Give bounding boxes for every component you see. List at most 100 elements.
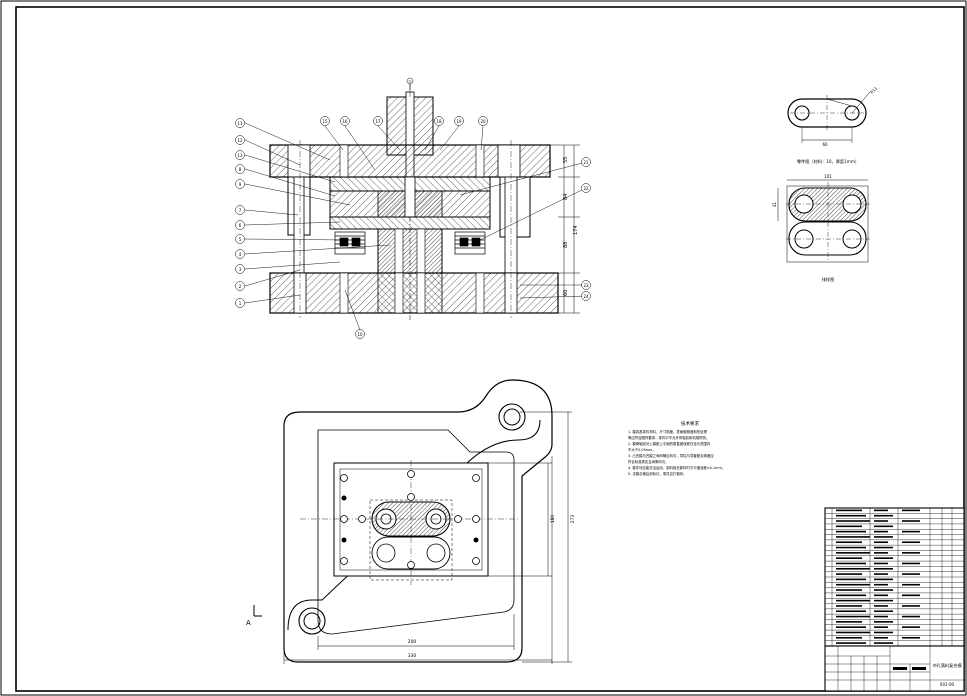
tech-req-line: 不大于0.05mm。 <box>628 447 656 452</box>
dim-section-4: 88 <box>563 242 569 248</box>
inner-border <box>15 6 965 692</box>
bom-cell-mark <box>836 626 866 628</box>
bom-cell-mark <box>836 552 870 554</box>
plan-dim-outer-height: 273 <box>570 515 576 524</box>
bom-cell-mark <box>836 520 870 522</box>
bom-cell-mark <box>836 541 862 544</box>
bom-cell-mark <box>902 573 920 575</box>
balloon-label: 21 <box>583 160 589 165</box>
balloon-label: 11 <box>237 121 243 126</box>
bom-cell-mark <box>836 567 870 570</box>
tech-req-line: 5. 试模合格后刻标记，零件应打钢印。 <box>628 471 687 476</box>
bom-cell-mark <box>836 589 862 591</box>
tech-req-line: 等应符合图样要求，零件中不允许有裂纹和机械损伤。 <box>628 435 709 440</box>
bom-cell-mark <box>902 605 920 607</box>
bom-cell-mark <box>874 552 888 554</box>
dim-section-2: 84 <box>563 194 569 200</box>
bom-cell-mark <box>836 621 862 623</box>
bom-cell-mark <box>902 594 920 597</box>
bom-cell-mark <box>874 562 888 565</box>
balloon-column-left: 11 12 13 8 9 7 6 5 4 3 2 1 <box>235 118 245 308</box>
bom-cell-mark <box>836 599 870 602</box>
balloon-label: 18 <box>436 119 442 124</box>
strip-layout-view: 101 41 排样图 <box>772 174 870 283</box>
bom-cell-mark <box>874 514 893 517</box>
spring-right <box>454 231 486 255</box>
bom-cell-mark <box>874 520 888 522</box>
tech-req-line: 4. 推件块应能灵活运动，卸料板在卸料时平行度误差≤0.1mm。 <box>628 465 725 470</box>
stripper-plate <box>329 216 491 230</box>
bom-cell-mark <box>836 573 862 575</box>
balloon-label: 12 <box>237 138 243 143</box>
bom-cell-mark <box>874 541 888 544</box>
part-dim-width: 60 <box>822 142 828 147</box>
dim-section-1: 55 <box>563 157 569 163</box>
bom-cell-mark <box>836 636 862 639</box>
plan-dimensions <box>283 411 572 664</box>
balloon-label: 8 <box>239 167 242 172</box>
bom-cell-mark <box>902 520 920 522</box>
bom-cell-mark <box>836 631 870 634</box>
bom-cell-mark <box>836 546 866 549</box>
section-view: 55 84 174 88 60 <box>235 77 591 339</box>
balloon-label: 19 <box>456 119 462 124</box>
balloon-label: 16 <box>342 119 348 124</box>
balloon-label: 24 <box>583 294 589 299</box>
bom-cell-mark <box>836 642 866 644</box>
balloon-label: 5 <box>239 237 242 242</box>
balloon-label: 22 <box>583 186 589 191</box>
balloon-column-right: 21 22 23 24 <box>581 157 591 301</box>
bom-cell-mark <box>902 541 920 544</box>
balloon-label: 3 <box>239 267 242 272</box>
bom-cell-mark <box>836 530 866 533</box>
balloon-label: 2 <box>239 284 242 289</box>
bom-cell-mark <box>874 610 893 613</box>
bom-cell-mark <box>836 605 862 607</box>
bom-cell-mark <box>902 552 920 554</box>
bom-cell-mark <box>836 509 862 512</box>
balloon-label: 7 <box>239 208 242 213</box>
part-view: 60 R11 零件图（材料：10，厚度1mm） <box>787 85 879 165</box>
bom-cell-mark <box>874 525 893 528</box>
tech-req-line: 1. 模具各零件材料、尺寸精度、表面粗糙度和热处理 <box>628 429 708 434</box>
section-mark-letter: A <box>246 619 251 627</box>
bom-cell-mark <box>902 530 920 533</box>
balloon-leaders <box>244 84 587 331</box>
bom-cell-mark <box>874 509 888 512</box>
balloon-label: 1 <box>239 301 242 306</box>
bill-of-materials <box>824 507 965 647</box>
drawing-number: 001-00 <box>940 682 955 687</box>
balloon-label: 13 <box>237 153 243 158</box>
bom-cell-mark <box>836 536 870 538</box>
part-dim-radius: R11 <box>869 85 878 94</box>
section-mark-arrow <box>253 605 262 617</box>
bom-cell-mark <box>874 567 893 570</box>
plan-dim-inner-width: 200 <box>408 639 417 645</box>
balloon-row-top: 15 16 17 18 19 20 25 <box>320 77 488 126</box>
plan-dim-inner-height: 180 <box>550 515 556 524</box>
bom-cell-mark <box>836 578 866 581</box>
bom-cell-mark <box>874 536 893 538</box>
balloon-label: 10 <box>357 332 363 337</box>
balloon-label: 17 <box>375 119 381 124</box>
bom-cell-mark <box>902 615 920 618</box>
layout-caption: 排样图 <box>822 276 835 283</box>
tech-req-line: 3. 凸凹模与凹模之间间隙应均匀，导柱与导套配合精度应 <box>628 453 714 458</box>
bom-cell-mark <box>902 626 920 628</box>
dim-section-3: 174 <box>573 225 579 235</box>
layout-dim-width: 101 <box>824 174 832 179</box>
balloon-label: 25 <box>408 80 412 84</box>
bom-cell-mark <box>874 546 893 549</box>
bom-cell-mark <box>874 636 888 639</box>
bom-cell-mark <box>902 636 920 639</box>
dim-section-5: 60 <box>563 290 569 296</box>
balloon-label: 23 <box>583 283 589 288</box>
bom-cell-mark <box>874 615 888 618</box>
screw-holes <box>340 470 480 569</box>
bom-cell-mark <box>874 573 888 575</box>
bom-cell-mark <box>874 599 893 602</box>
bom-cell-mark <box>902 562 920 565</box>
bom-cell-mark <box>836 557 862 559</box>
bom-cell-mark <box>874 589 893 591</box>
